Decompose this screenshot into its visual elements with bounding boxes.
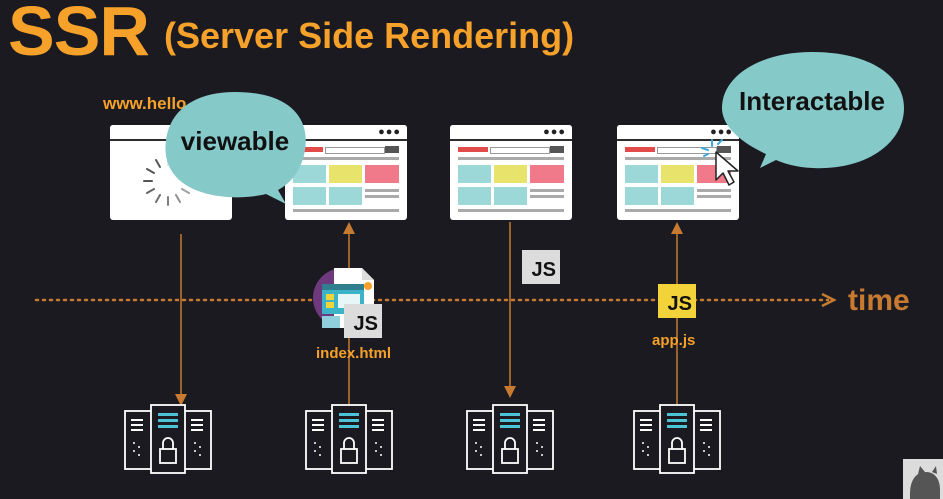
js-file-badge: JS xyxy=(522,250,560,284)
timeline-label: time xyxy=(848,284,910,317)
page-subtitle: (Server Side Rendering) xyxy=(164,15,575,56)
server-icon xyxy=(124,404,212,474)
viewable-bubble-label: viewable xyxy=(180,126,290,156)
browser-title-bar: ●●● xyxy=(617,125,739,141)
interactable-speech-bubble xyxy=(722,52,904,169)
js-file-badge: JS xyxy=(658,284,696,318)
browser-title-bar: ●●● xyxy=(285,125,407,141)
browser-title-bar: ●●● xyxy=(450,125,572,141)
url-text: www.hello xyxy=(103,94,187,113)
click-cursor-icon xyxy=(701,139,739,186)
window-dots-icon: ●●● xyxy=(378,126,401,138)
window-dots-icon: ●●● xyxy=(543,126,566,138)
server-icon xyxy=(633,404,721,474)
cat-avatar-icon xyxy=(903,459,943,499)
js-file-badge: JS xyxy=(344,304,382,338)
page-title: SSR xyxy=(8,0,150,70)
index-html-label: index.html xyxy=(316,345,392,362)
browser-window-rendered: ●●● xyxy=(450,125,572,220)
server-icon xyxy=(466,404,554,474)
interactable-bubble-label: Interactable xyxy=(739,86,885,116)
server-icon xyxy=(305,404,393,474)
window-dots-icon: ●●● xyxy=(710,126,733,138)
app-js-label: app.js xyxy=(652,332,696,349)
timeline-arrow-icon xyxy=(821,292,837,308)
viewable-speech-bubble xyxy=(165,92,306,204)
